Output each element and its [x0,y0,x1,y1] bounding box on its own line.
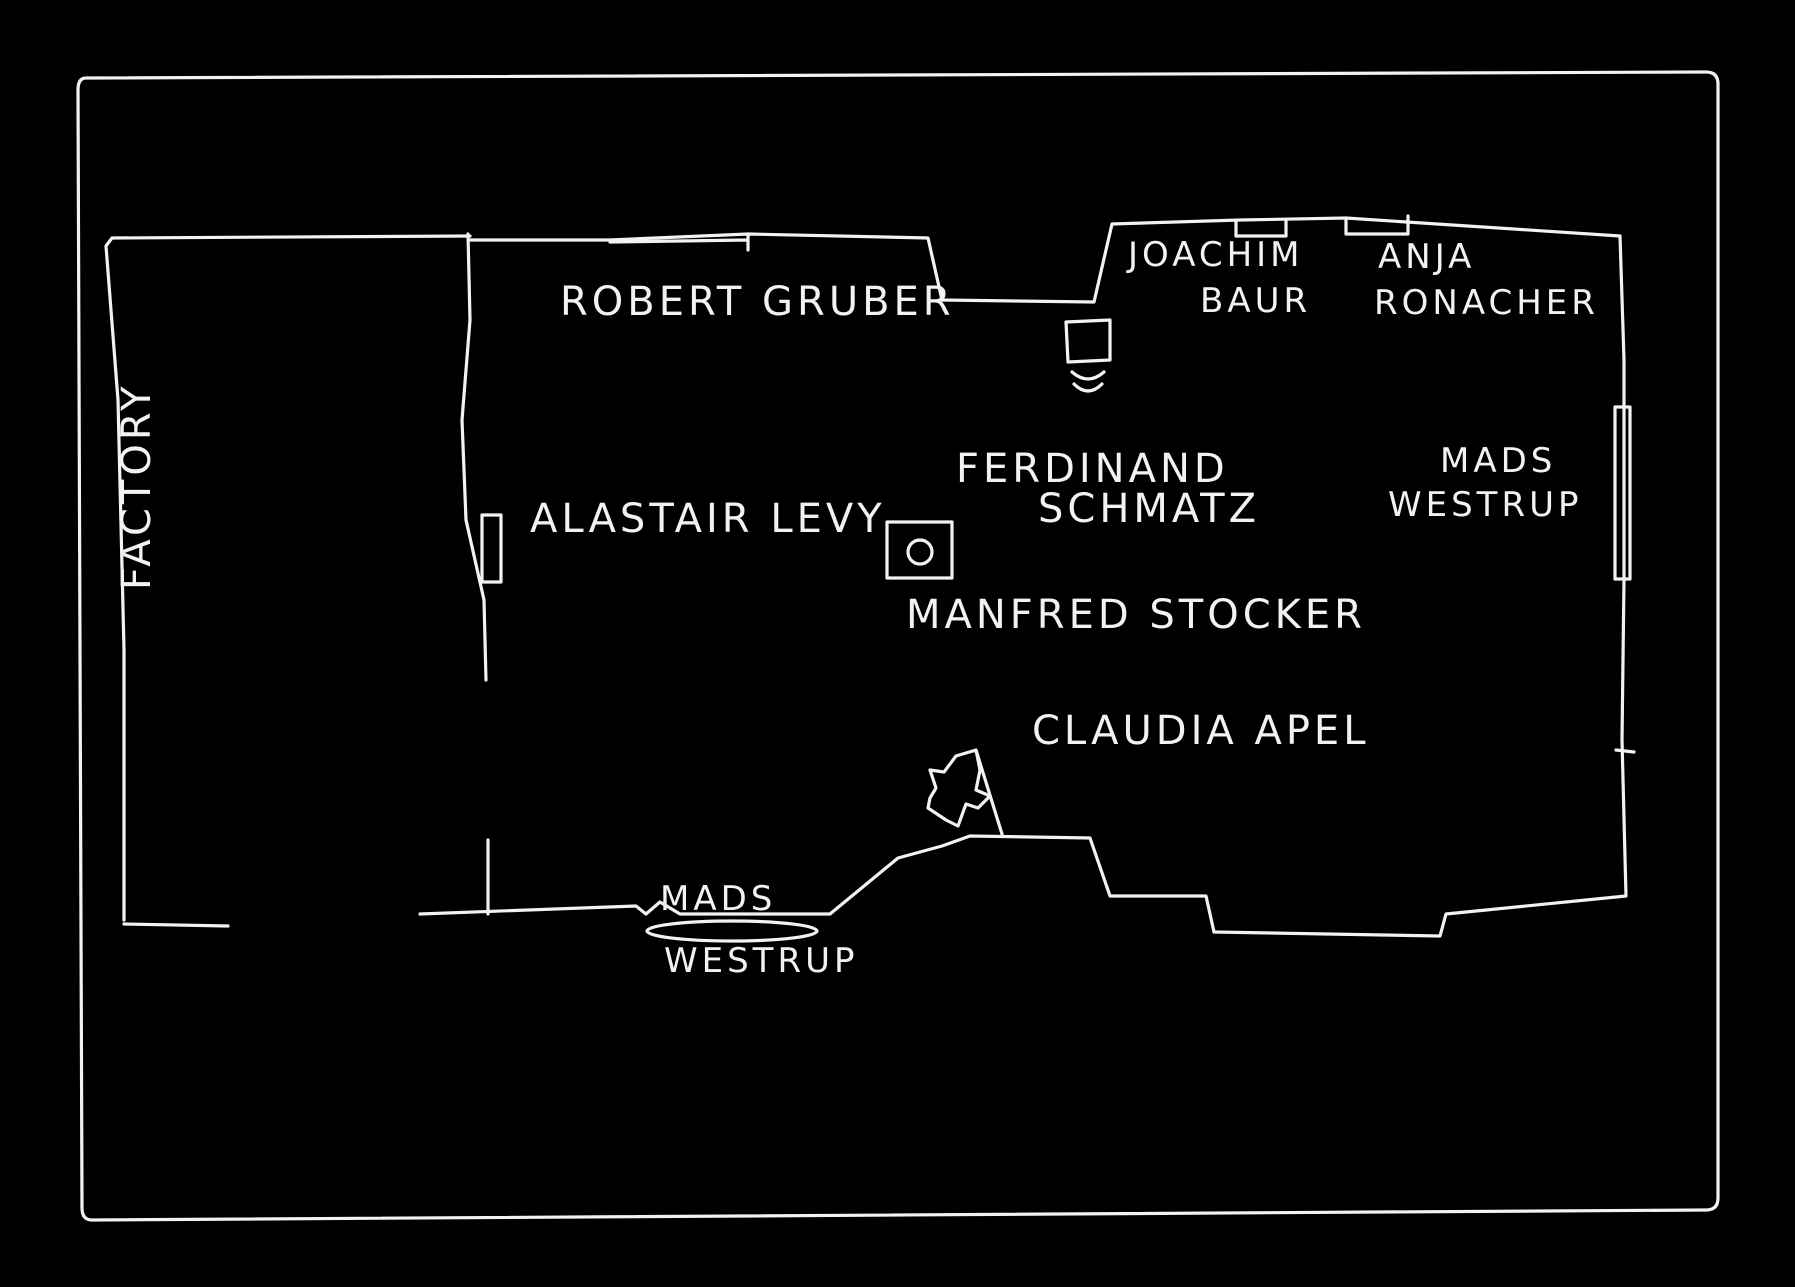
frame-border [76,70,1720,1222]
wedge-object [926,748,1004,836]
label-claudia-apel: CLAUDIA APEL [1032,708,1370,754]
label-westrup-right: WESTRUP [1388,485,1582,525]
top-wall [468,216,1626,362]
monitor-box [885,520,954,580]
label-manfred-stocker: MANFRED STOCKER [906,592,1366,638]
label-mads-right: MADS [1440,441,1556,481]
top-window-robert [608,232,750,252]
top-window-joachim [1234,218,1288,238]
label-factory: FACTORY [114,382,160,590]
top-window-anja [1344,214,1410,236]
monitor-circle [906,538,934,566]
projector-beam [1070,370,1106,393]
dividing-wall [460,232,488,682]
label-joachim: JOACHIM [1126,235,1304,275]
label-westrup-bottom: WESTRUP [664,941,858,981]
label-anja: ANJA [1378,237,1475,277]
door-left [480,513,503,584]
factory-bottom-wall [122,922,230,928]
projector-top [1064,318,1112,364]
label-robert-gruber: ROBERT GRUBER [560,279,955,325]
door-right [1613,405,1632,581]
right-wall-notch [1614,748,1636,754]
label-mads-bottom: MADS [660,879,776,919]
label-alastair-levy: ALASTAIR LEVY [530,496,886,542]
label-ferdinand: FERDINAND [956,446,1229,492]
bottom-wall [418,834,1216,934]
label-ronacher: RONACHER [1374,283,1599,323]
label-baur: BAUR [1200,281,1311,321]
right-wall [1212,358,1628,938]
factory-wall [104,234,472,922]
bench-bottom [645,919,819,943]
label-schmatz: SCHMATZ [1038,486,1260,532]
